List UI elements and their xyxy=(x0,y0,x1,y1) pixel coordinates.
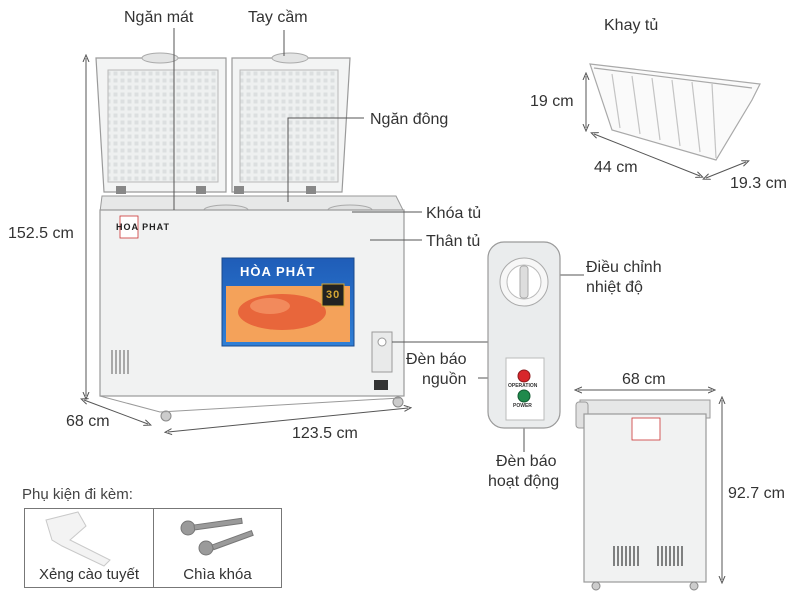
label-tay-cam: Tay cầm xyxy=(248,9,308,26)
label-ngan-dong: Ngăn đông xyxy=(370,111,449,128)
dim-main-width: 123.5 cm xyxy=(292,425,358,442)
dim-tray-length: 44 cm xyxy=(594,159,638,176)
snow-scraper-icon xyxy=(45,511,111,567)
keys-icon xyxy=(180,517,254,556)
badge-number: 30 xyxy=(326,289,341,301)
label-ngan-mat: Ngăn mát xyxy=(124,9,194,26)
side-view-freezer xyxy=(575,399,711,591)
dim-tray-height: 19 cm xyxy=(530,93,574,110)
label-dieu-chinh-1: Điều chỉnh xyxy=(586,259,662,276)
panel-operation: OPERATION xyxy=(508,383,538,389)
dim-side-depth: 68 cm xyxy=(622,371,666,388)
label-den-hoat-dong-2: hoạt động xyxy=(488,473,560,490)
logo-text: HOA PHAT xyxy=(116,222,170,232)
panel-power: POWER xyxy=(513,403,532,409)
accessory-keys-label: Chìa khóa xyxy=(183,566,252,583)
storage-tray xyxy=(589,63,761,161)
chest-freezer xyxy=(95,52,405,422)
label-den-hoat-dong-1: Đèn báo xyxy=(496,453,557,470)
accessories-title: Phụ kiện đi kèm: xyxy=(22,486,133,503)
left-lid xyxy=(95,52,227,193)
dim-side-height: 92.7 cm xyxy=(728,485,785,502)
label-den-nguon-1: Đèn báo xyxy=(406,351,467,368)
label-khay-tu: Khay tủ xyxy=(604,17,659,34)
front-brand-label: HÒA PHÁT xyxy=(240,264,316,279)
dimension-lines xyxy=(84,58,746,580)
dim-main-depth: 68 cm xyxy=(66,413,110,430)
label-than-tu: Thân tủ xyxy=(426,233,481,250)
label-den-nguon-2: nguồn xyxy=(422,371,467,388)
right-lid xyxy=(231,52,351,193)
dim-main-height: 152.5 cm xyxy=(8,225,74,242)
accessory-scraper-label: Xẻng cào tuyết xyxy=(38,566,140,583)
accessory-scraper: Xẻng cào tuyết xyxy=(24,508,154,588)
label-khoa-tu: Khóa tủ xyxy=(426,205,482,222)
accessory-keys: Chìa khóa xyxy=(153,508,282,588)
control-panel xyxy=(487,241,561,429)
label-dieu-chinh-2: nhiệt độ xyxy=(586,279,643,296)
dim-tray-depth: 19.3 cm xyxy=(730,175,787,192)
